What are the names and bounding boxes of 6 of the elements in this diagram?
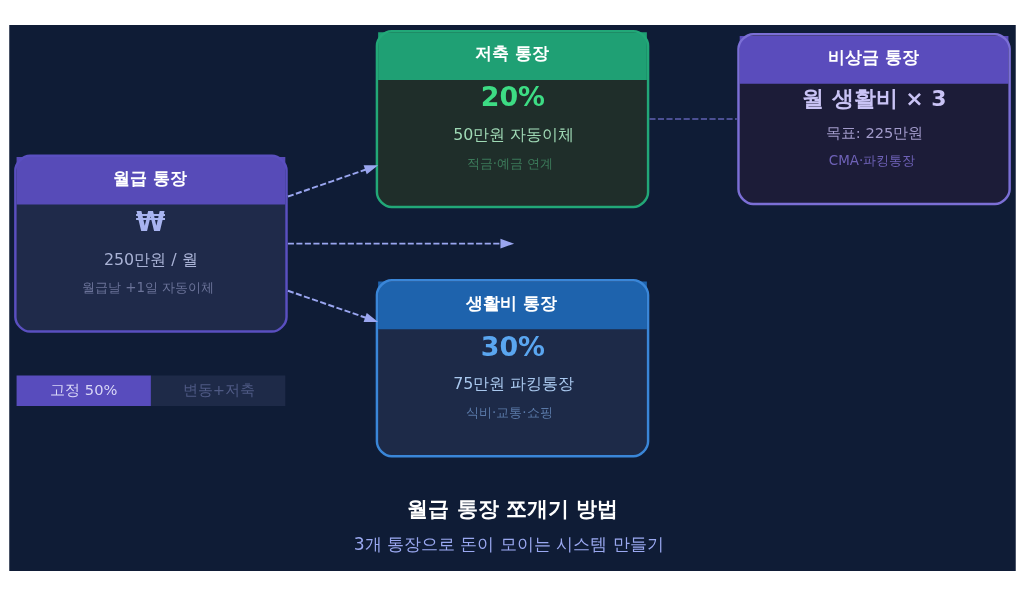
connector: [648, 118, 738, 121]
arrow: [286, 289, 378, 323]
diagram-title: 월급 통장 쪼개기 방법: [406, 497, 618, 522]
caption: 3개 통장으로 돈이 모이는 시스템 만들기: [353, 533, 664, 554]
arrow: [286, 165, 378, 198]
arrow: [286, 238, 514, 249]
